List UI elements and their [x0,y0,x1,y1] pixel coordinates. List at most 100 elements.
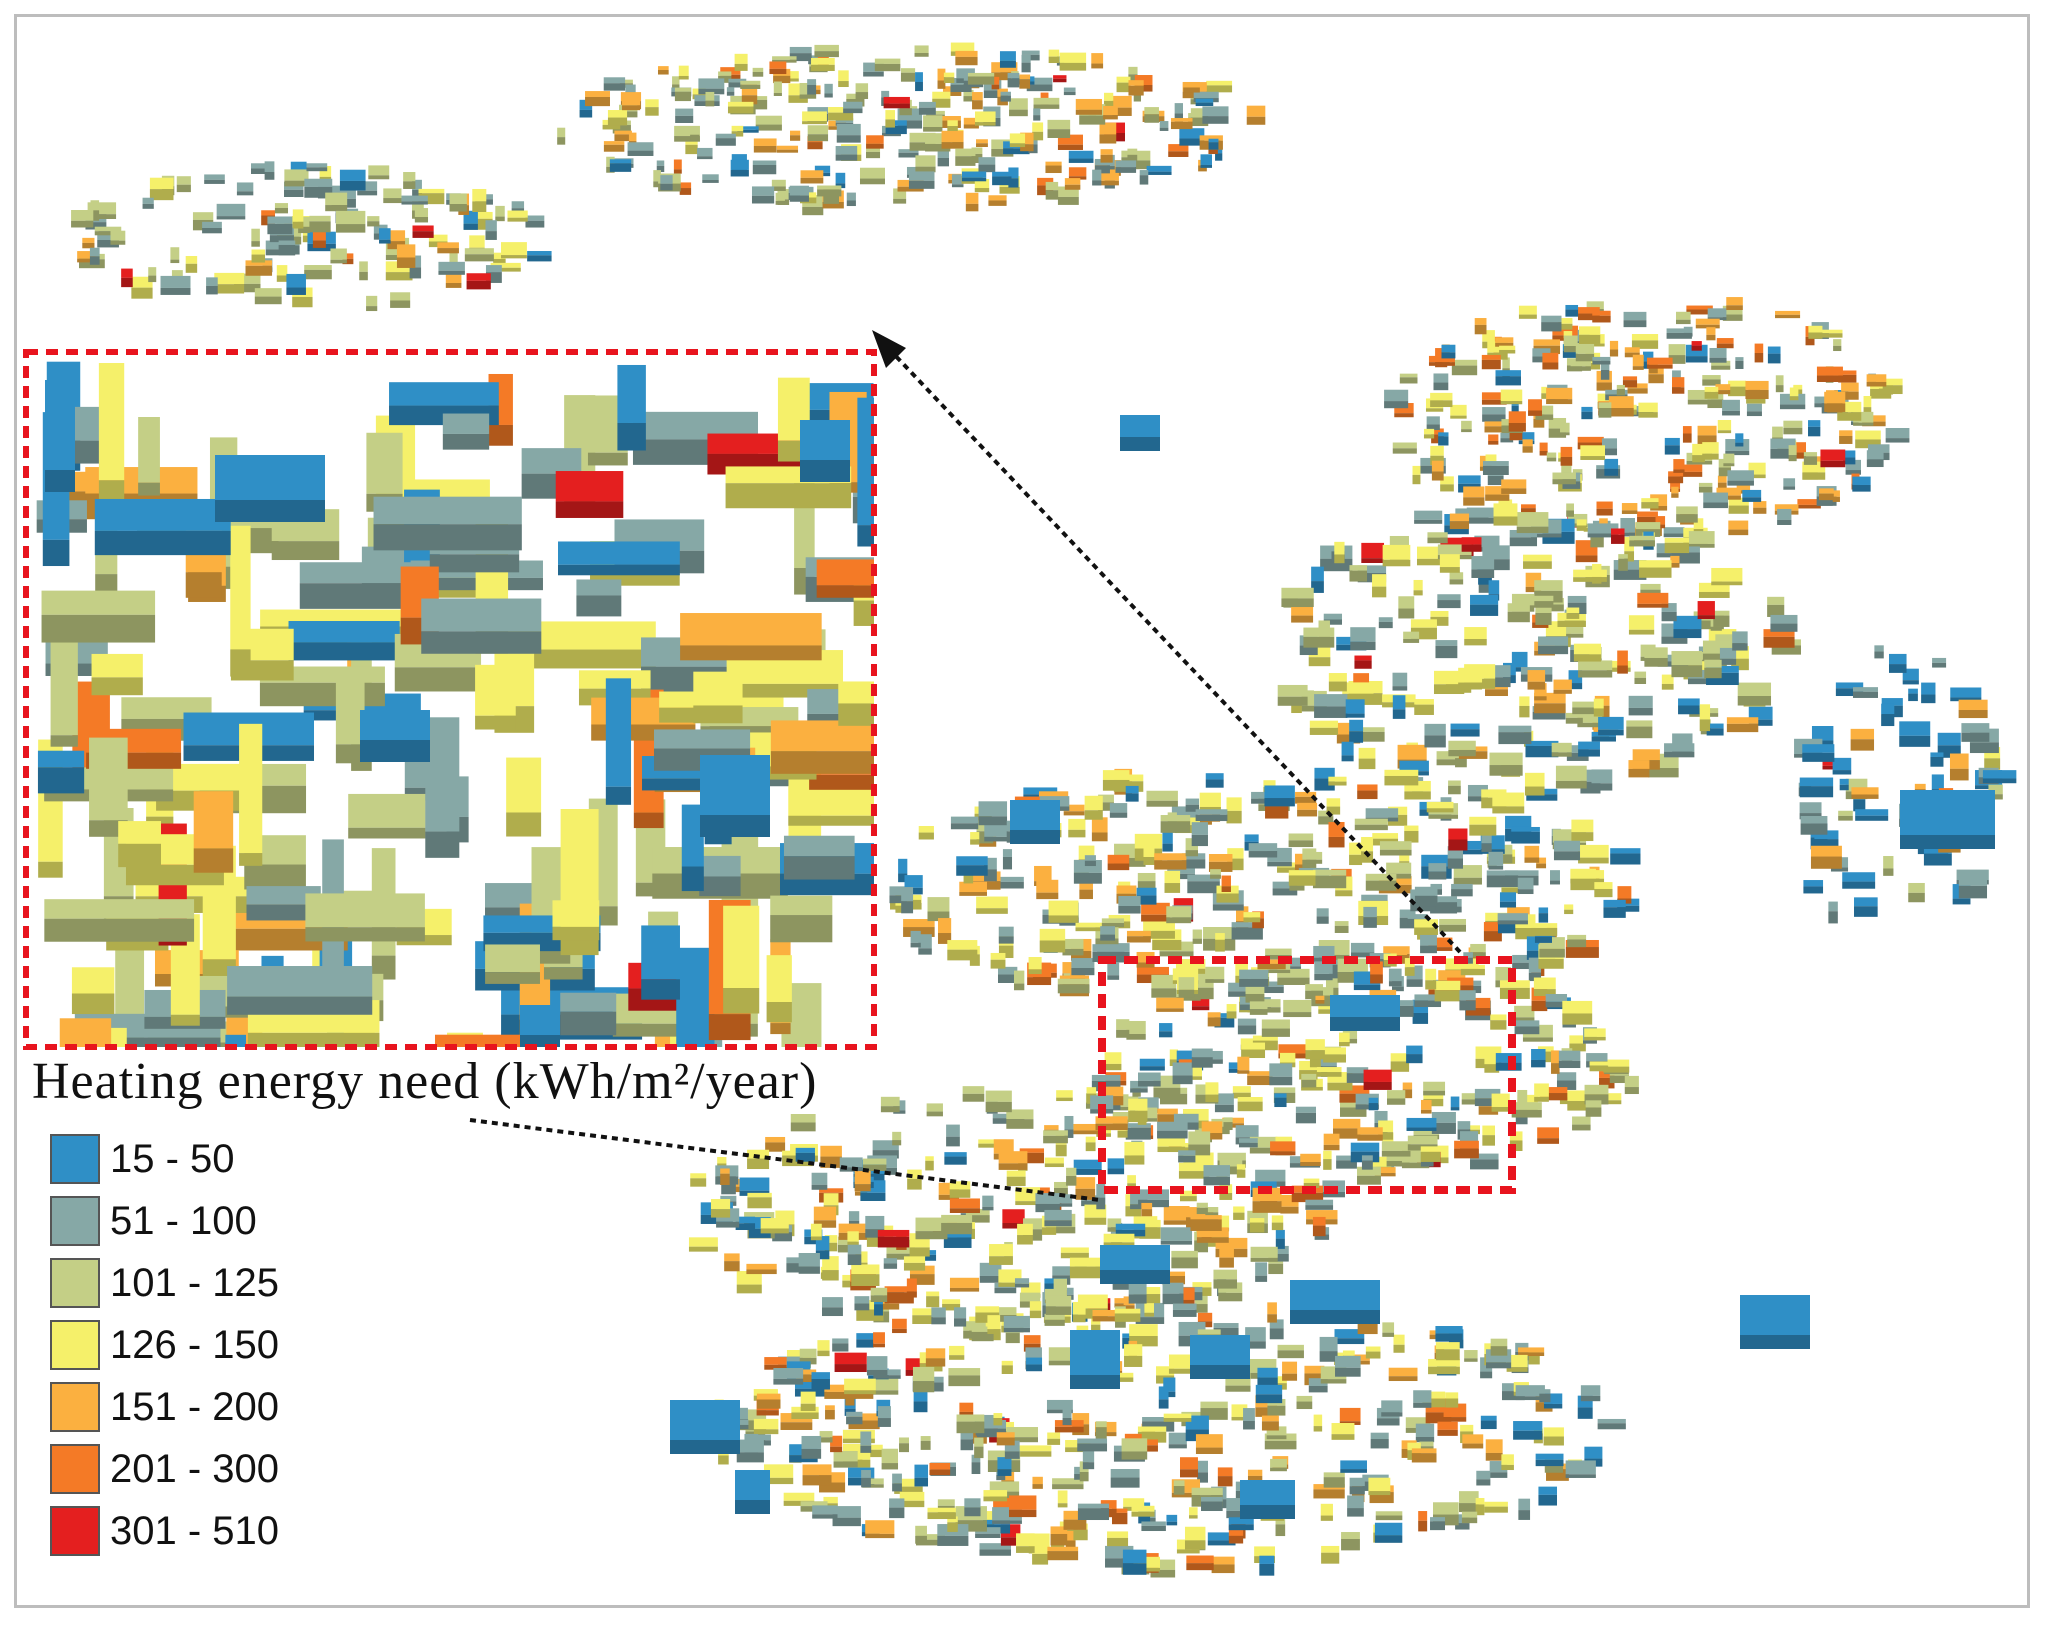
building-wall [1461,429,1472,433]
building-roof [915,72,923,82]
building-wall [1624,1087,1639,1095]
building-roof [466,273,491,281]
building-roof [91,653,143,678]
building-roof [1369,953,1391,959]
building-wall [923,126,943,132]
building-wall [1073,1130,1104,1135]
building-roof [1254,1546,1275,1557]
building-roof [1533,339,1561,346]
building-roof [288,621,400,643]
building-wall [956,1421,985,1434]
building-roof [1426,801,1454,809]
building-wall [693,705,743,724]
building-roof [1495,966,1511,981]
building-wall [1249,1009,1268,1015]
building-wall [403,181,416,189]
building-wall [1634,677,1647,684]
building-roof [1023,1335,1041,1344]
building-wall [807,134,829,142]
building-roof [1359,727,1385,732]
building-wall [1613,569,1647,580]
building-roof [851,1264,880,1275]
building-roof [814,165,831,173]
building-wall [1032,131,1044,141]
building-wall [1252,918,1264,929]
building-roof [1168,1354,1192,1369]
building-wall [889,1507,905,1519]
building-roof [1163,1413,1192,1419]
building-wall [1194,1240,1209,1253]
building-roof [1902,668,1919,681]
building-roof [89,737,128,821]
building-roof [847,1231,859,1242]
building-roof [1958,877,1988,886]
building-roof [1178,1150,1196,1156]
building-wall [1021,62,1031,73]
building-wall [1697,615,1715,620]
building-wall [1134,160,1151,170]
building-roof [1584,1084,1609,1095]
building-wall [857,525,874,547]
building-roof [1430,445,1444,456]
building-wall [1672,387,1685,394]
building-roof [1126,930,1151,937]
building-roof [339,169,366,181]
building-wall [1103,1096,1124,1106]
building-roof [789,185,809,196]
building-wall [1775,314,1801,319]
building-wall [236,191,254,196]
building-wall [824,1391,857,1399]
building-wall [1075,1188,1096,1200]
building-wall [983,90,1002,99]
building-roof [1931,774,1944,790]
building-wall [994,881,1024,889]
building-wall [1091,832,1108,842]
building-roof [1075,922,1107,928]
building-wall [1620,532,1636,537]
building-wall [860,1445,872,1453]
building-wall [292,221,304,229]
building-roof [1314,767,1335,779]
building-wall [1523,1354,1540,1365]
building-wall [1236,1169,1246,1178]
building-roof [1125,785,1139,794]
building-wall [880,1106,900,1113]
building-roof [1221,875,1231,887]
building-wall [1004,1451,1020,1459]
building-wall [1029,1310,1042,1319]
building-wall [1577,1407,1593,1419]
building-roof [1439,554,1460,568]
building-roof [731,125,744,132]
building-wall [672,84,680,91]
building-wall [1589,1065,1609,1072]
building-wall [1532,711,1566,720]
building-wall [1282,1373,1298,1381]
building-roof [915,1525,927,1536]
building-wall [1810,856,1842,869]
building-roof [1390,1053,1410,1062]
building-wall [1827,403,1843,413]
building-roof [925,1156,934,1161]
building-wall [1323,1054,1346,1063]
building-wall [1822,765,1833,770]
building-wall [71,993,115,1015]
building-wall [1448,749,1476,757]
building-wall [1189,1515,1198,1519]
building-wall [348,827,426,839]
building-roof [1532,348,1551,357]
legend-leader-line [469,1118,1101,1202]
building-wall [1686,460,1713,465]
building-wall [1598,729,1624,736]
building-wall [1852,484,1871,492]
building-roof [160,275,191,288]
building-roof [801,1435,822,1449]
building-wall [1247,1475,1263,1480]
building-wall [1544,1466,1564,1473]
building-roof [1835,682,1864,689]
building-roof [1463,486,1485,498]
building-wall [915,81,923,92]
building-wall [1424,735,1446,748]
building-wall [118,843,162,868]
building-wall [617,422,646,451]
building-roof [1580,1385,1601,1396]
